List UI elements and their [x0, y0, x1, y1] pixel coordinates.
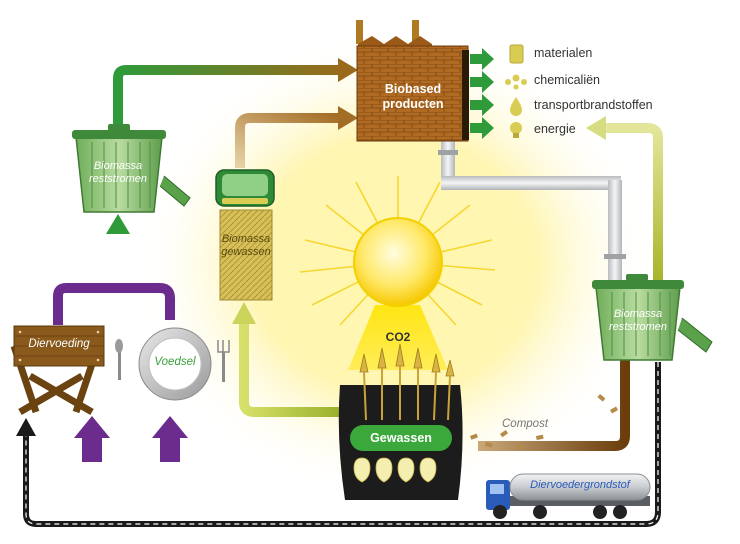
harvester-label-line1: Biomassa — [221, 233, 271, 245]
co2-label: CO2 — [385, 330, 411, 344]
plate — [115, 327, 230, 401]
bin-right — [592, 274, 713, 361]
crops-label: Gewassen — [370, 431, 432, 445]
output-chemicalien: chemicaliën — [534, 73, 601, 87]
output-energie: energie — [534, 122, 576, 136]
pipe-factory-to-bin — [438, 140, 626, 282]
arrow-reststromen-to-factory — [113, 58, 358, 128]
truck-label: Diervoedergrondstof — [530, 479, 630, 491]
factory — [356, 20, 494, 142]
bin-left-label: Biomassa reststromen — [78, 160, 158, 186]
arrow-crops-to-gewassen — [232, 302, 340, 417]
arrow-truck-to-diervoeding — [16, 362, 661, 527]
harvester-label-line2: gewassen — [221, 246, 271, 258]
arrow-diervoeding-to-bin — [53, 214, 175, 325]
arrow-compost — [470, 360, 630, 451]
feed-station — [10, 325, 105, 416]
bin-left-label-line2: reststromen — [88, 173, 148, 185]
factory-label: Biobased producten — [366, 82, 460, 112]
factory-label-line2: producten — [382, 97, 444, 111]
arrow-gewassen-to-factory — [235, 106, 358, 168]
truck — [486, 473, 651, 519]
feed-station-label: Diervoeding — [28, 338, 90, 350]
cube-icon — [509, 44, 524, 64]
molecule-icon — [505, 74, 527, 90]
compost-label: Compost — [502, 418, 549, 430]
bin-right-label: Biomassa reststromen — [598, 308, 678, 334]
sun — [353, 217, 443, 307]
bin-left-label-line1: Biomassa — [93, 160, 143, 172]
bin-right-label-line1: Biomassa — [613, 308, 663, 320]
drop-icon — [510, 97, 522, 116]
bin-right-label-line2: reststromen — [608, 321, 668, 333]
plate-label: Voedsel — [154, 356, 196, 368]
harvester — [215, 169, 275, 301]
bulb-icon — [510, 122, 522, 138]
harvester-label: Biomassa gewassen — [220, 233, 272, 259]
bin-left — [72, 124, 191, 213]
arrow-reststromen-to-energie — [586, 116, 663, 280]
output-transportbrandstoffen: transportbrandstoffen — [534, 98, 653, 112]
output-materialen: materialen — [534, 46, 593, 60]
co2-beam — [348, 305, 448, 370]
crops-field — [338, 343, 463, 500]
factory-label-line1: Biobased — [384, 82, 442, 96]
arrow-crops-to-food — [74, 416, 345, 473]
